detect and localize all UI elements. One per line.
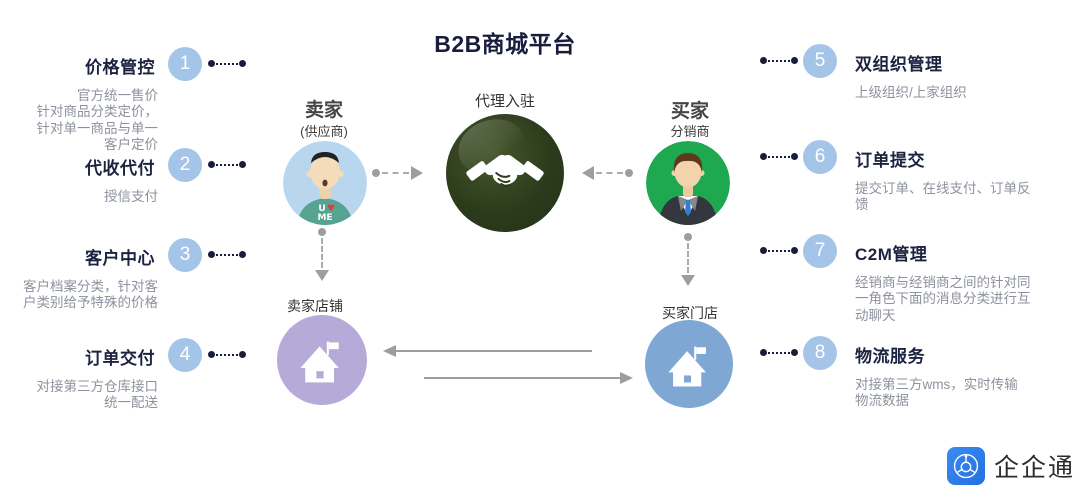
feature-number-badge: 4 — [168, 338, 202, 372]
feature-number-badge: 3 — [168, 238, 202, 272]
logo-text: 企企通 — [994, 454, 1076, 482]
feature-number-badge: 2 — [168, 148, 202, 182]
dotted-connector — [208, 161, 246, 168]
feature-item-8: 8 物流服务 对接第三方wms，实时传输 物流数据 — [758, 336, 1079, 410]
dotted-connector — [760, 153, 798, 160]
agent-entry-label: 代理入驻 — [474, 93, 536, 110]
dashed-arrow-seller-to-platform — [372, 166, 423, 180]
dotted-connector — [208, 251, 246, 258]
feature-desc: 客户档案分类，针对客 户类别给予特殊的价格 — [23, 279, 158, 311]
feature-desc: 上级组织/上家组织 — [855, 85, 967, 100]
feature-title: 客户中心 — [85, 249, 155, 268]
feature-item-4: 订单交付 4 对接第三方仓库接口 统一配送 — [0, 338, 250, 412]
feature-number-badge: 8 — [803, 336, 837, 370]
handshake-icon — [466, 154, 544, 188]
feature-title: 代收代付 — [85, 159, 155, 178]
buyer-store-label: 买家门店 — [662, 305, 718, 321]
seller-person-icon: U ♥ ME — [283, 141, 367, 225]
feature-desc: 官方统一售价 针对商品分类定价， 针对单一商品与单一 客户定价 — [36, 88, 159, 153]
feature-title: 物流服务 — [855, 347, 925, 366]
buyer-person-icon — [646, 141, 730, 225]
svg-text:♥: ♥ — [327, 204, 335, 214]
qiqitong-emblem-icon — [953, 453, 979, 479]
feature-desc: 提交订单、在线支付、订单反 馈 — [855, 181, 1031, 213]
feature-item-2: 代收代付 2 授信支付 — [0, 148, 250, 205]
feature-item-3: 客户中心 3 客户档案分类，针对客 户类别给予特殊的价格 — [0, 238, 250, 312]
feature-desc: 对接第三方wms，实时传输 物流数据 — [855, 377, 1018, 409]
dotted-connector — [208, 60, 246, 67]
page-title: B2B商城平台 — [434, 31, 576, 57]
seller-sublabel: (供应商) — [300, 124, 348, 139]
feature-number-badge: 1 — [168, 47, 202, 81]
feature-title: 订单交付 — [85, 349, 155, 368]
solid-arrow-sellerstore-to-buyerstore — [424, 372, 633, 384]
feature-desc: 对接第三方仓库接口 统一配送 — [36, 379, 159, 411]
house-icon — [667, 345, 706, 386]
dotted-connector — [760, 349, 798, 356]
house-icon — [300, 341, 339, 383]
feature-title: C2M管理 — [855, 245, 928, 264]
seller-store-badge — [277, 315, 367, 405]
logo-box — [947, 447, 985, 485]
feature-desc: 授信支付 — [104, 189, 158, 204]
feature-item-1: 价格管控 1 官方统一售价 针对商品分类定价， 针对单一商品与单一 客户定价 — [0, 47, 250, 154]
feature-number-badge: 6 — [803, 140, 837, 174]
feature-title: 双组织管理 — [855, 55, 943, 74]
svg-text:ME: ME — [317, 213, 332, 223]
company-logo: 企企通 — [947, 447, 1075, 485]
buyer-label: 买家 — [670, 101, 710, 122]
dashed-arrow-buyer-to-store — [680, 233, 696, 286]
feature-number-badge: 7 — [803, 234, 837, 268]
dashed-arrow-buyer-to-platform — [582, 166, 633, 180]
buyer-sublabel: 分销商 — [670, 124, 710, 139]
svg-text:U: U — [318, 204, 325, 214]
dotted-connector — [208, 351, 246, 358]
feature-title: 价格管控 — [85, 58, 155, 77]
platform-handshake-badge — [446, 114, 564, 232]
seller-store-label: 卖家店铺 — [287, 298, 343, 314]
feature-item-7: 7 C2M管理 经销商与经销商之间的针对同 一角色下面的消息分类进行互 动聊天 — [758, 234, 1079, 324]
dashed-arrow-seller-to-store — [314, 228, 330, 281]
feature-title: 订单提交 — [855, 151, 925, 170]
solid-arrow-buyerstore-to-sellerstore — [383, 345, 592, 357]
feature-item-5: 5 双组织管理 上级组织/上家组织 — [758, 44, 1079, 101]
feature-number-badge: 5 — [803, 44, 837, 78]
buyer-avatar — [646, 141, 730, 225]
seller-avatar: U ♥ ME — [283, 141, 367, 225]
feature-item-6: 6 订单提交 提交订单、在线支付、订单反 馈 — [758, 140, 1079, 214]
feature-desc: 经销商与经销商之间的针对同 一角色下面的消息分类进行互 动聊天 — [855, 275, 1031, 323]
dotted-connector — [760, 247, 798, 254]
seller-label: 卖家 — [304, 100, 344, 121]
buyer-store-badge — [645, 320, 733, 408]
dotted-connector — [760, 57, 798, 64]
